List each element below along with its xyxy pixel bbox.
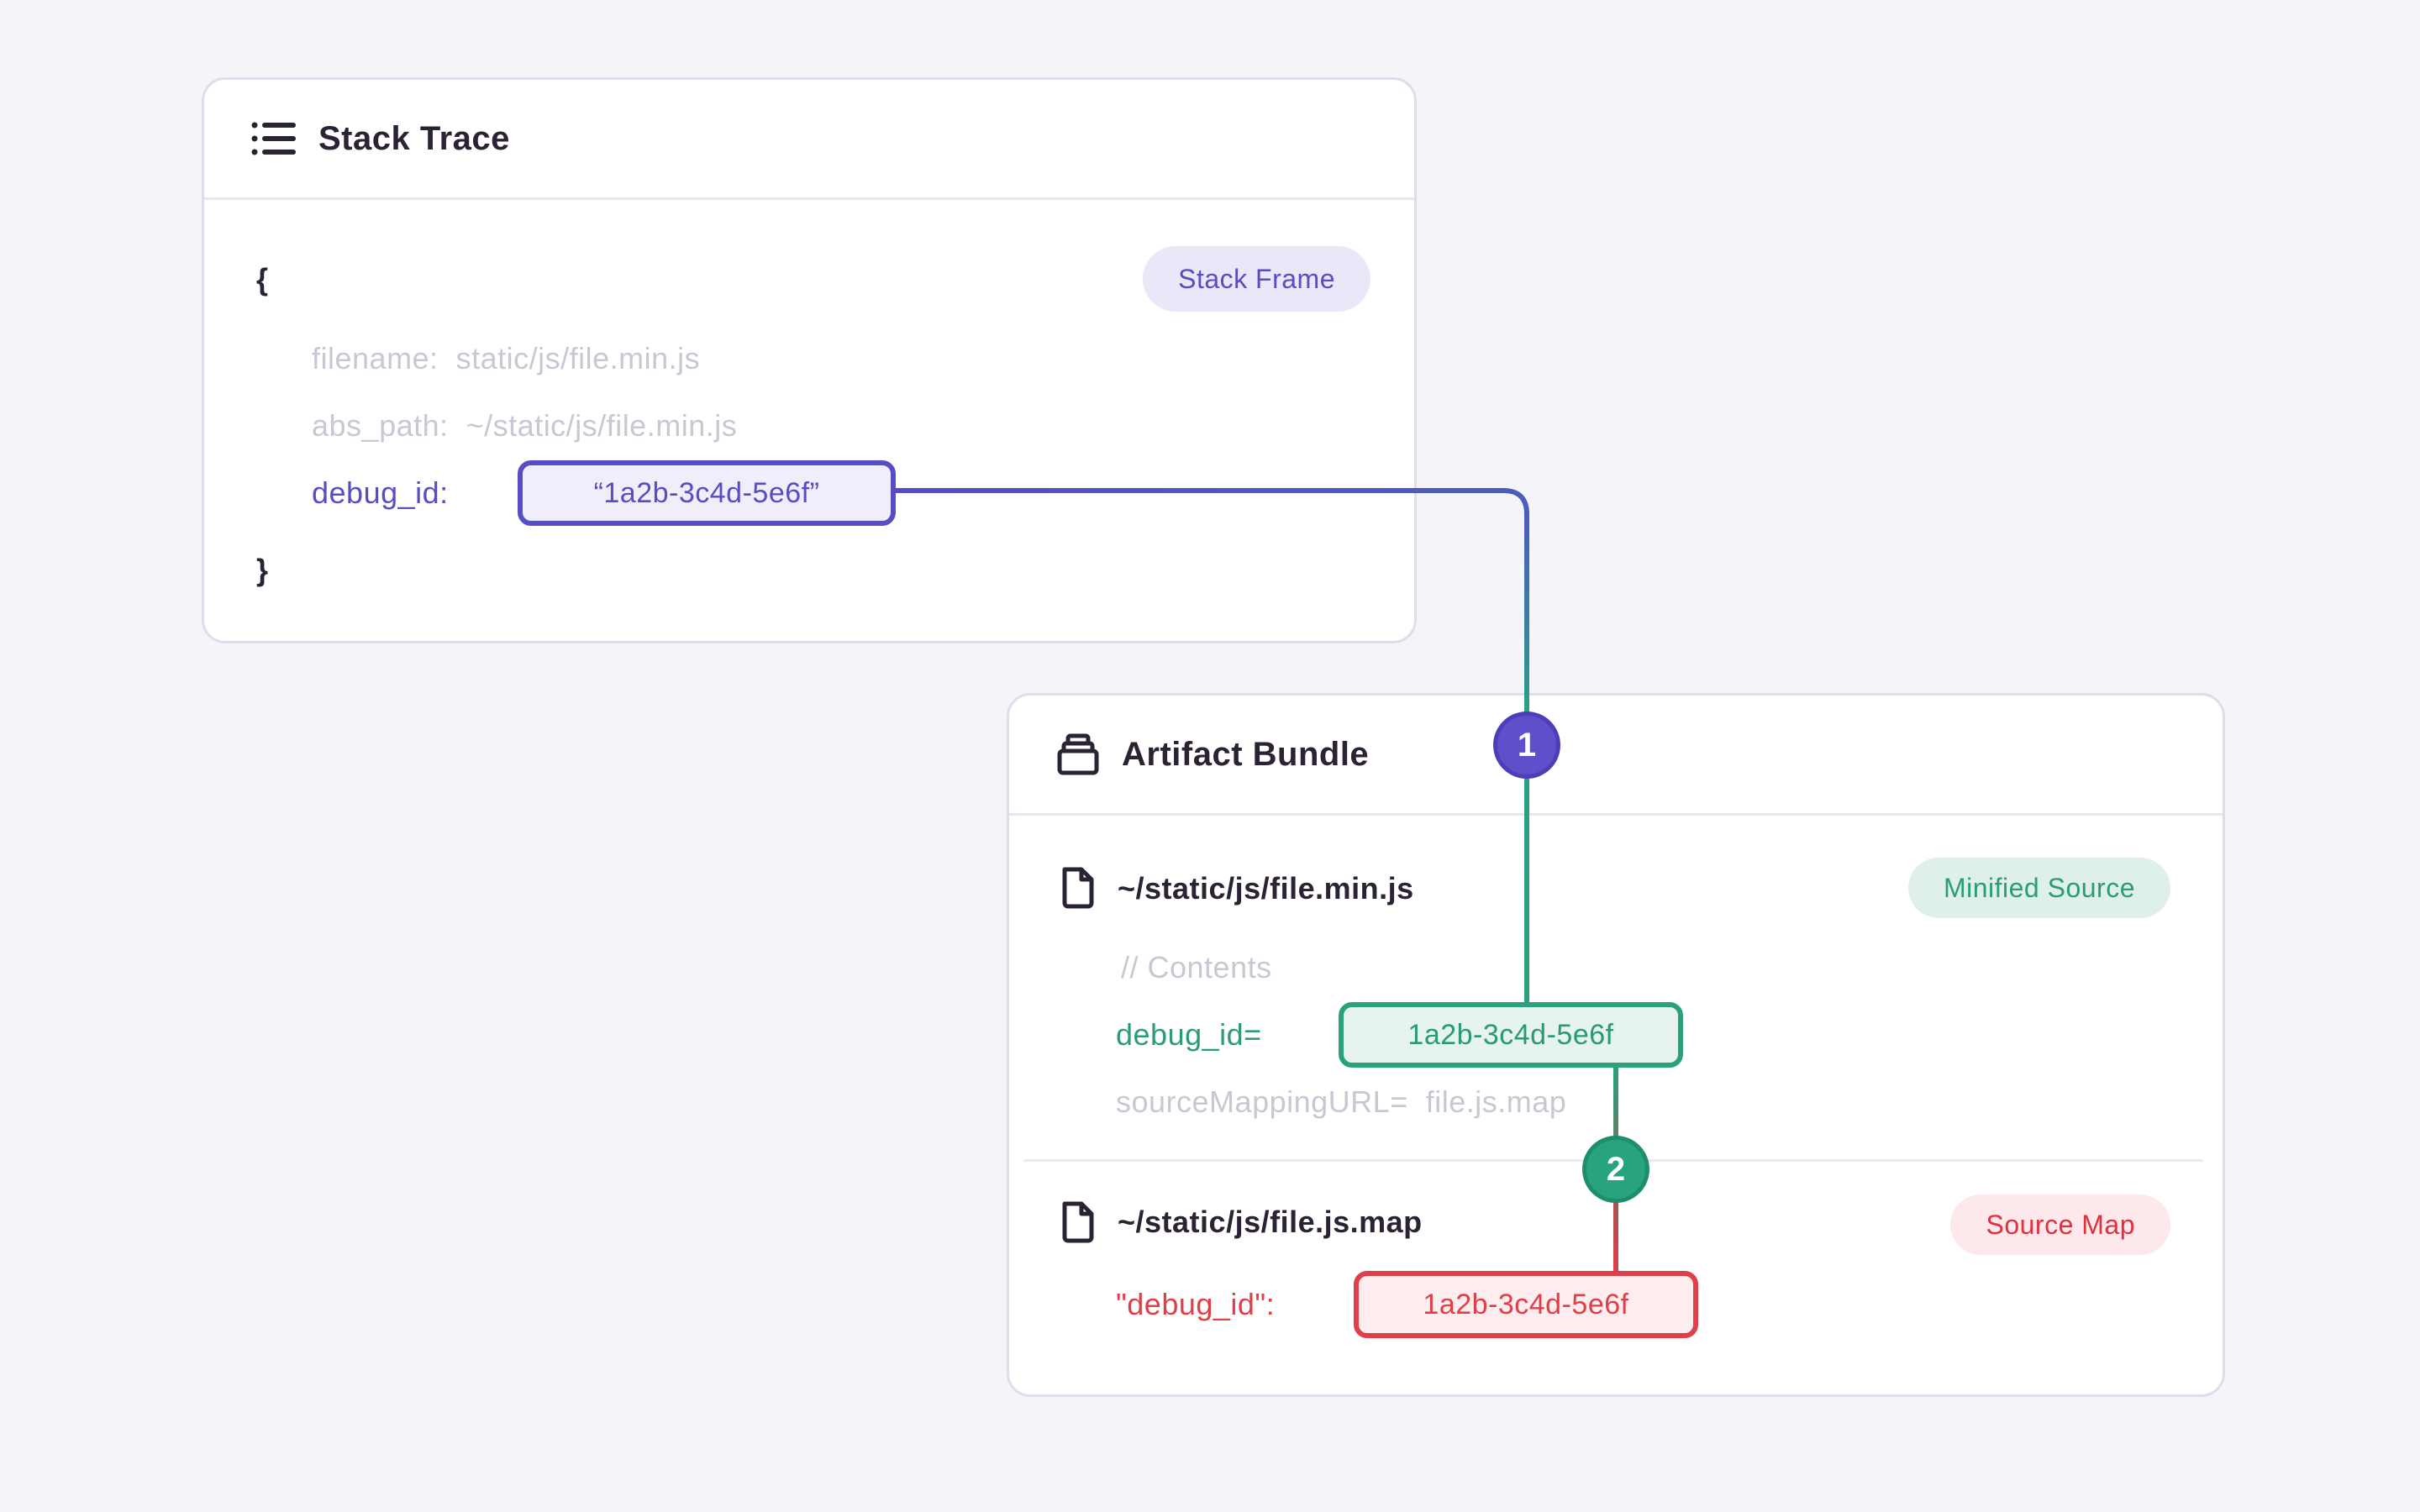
stack-trace-title: Stack Trace [318, 119, 510, 157]
minified-source-badge-label: Minified Source [1943, 872, 2135, 903]
bundle-debug-id-key: debug_id= [1116, 1017, 1262, 1052]
debug-id-key: debug_id: [312, 475, 449, 510]
stack-trace-header: Stack Trace [204, 80, 1414, 200]
source-mapping-line: sourceMappingURL= file.js.map [1116, 1084, 1567, 1119]
artifact-bundle-title: Artifact Bundle [1122, 735, 1370, 773]
step-1-label: 1 [1517, 726, 1537, 764]
contents-comment: // Contents [1121, 950, 1272, 984]
filename-line: filename: static/js/file.min.js [312, 341, 701, 375]
stack-frame-badge-label: Stack Frame [1178, 263, 1335, 294]
sourcemap-debug-id-box: 1a2b-3c4d-5e6f [1354, 1271, 1698, 1338]
bundle-icon [1057, 733, 1099, 775]
sourcemap-debug-id-key: "debug_id": [1116, 1287, 1276, 1321]
minified-file-path: ~/static/js/file.min.js [1118, 871, 1414, 906]
source-map-badge-label: Source Map [1986, 1209, 2135, 1240]
artifact-bundle-header: Artifact Bundle [1009, 696, 2223, 816]
abs-path-line: abs_path: ~/static/js/file.min.js [312, 408, 738, 443]
file-icon [1062, 867, 1094, 909]
source-map-badge: Source Map [1950, 1194, 2170, 1255]
minified-source-badge: Minified Source [1907, 858, 2170, 918]
step-2-label: 2 [1606, 1150, 1626, 1188]
open-brace: { [256, 262, 269, 297]
stack-trace-card: Stack Trace { filename: static/js/file.m… [202, 77, 1417, 643]
bundle-debug-id-value: 1a2b-3c4d-5e6f [1407, 1018, 1614, 1051]
step-2-badge: 2 [1582, 1136, 1649, 1203]
step-1-badge: 1 [1493, 711, 1560, 779]
file-icon [1062, 1201, 1094, 1243]
bundle-debug-id-box: 1a2b-3c4d-5e6f [1339, 1002, 1683, 1068]
list-icon [251, 122, 296, 155]
close-brace: } [256, 553, 269, 587]
sourcemap-file-path: ~/static/js/file.js.map [1118, 1205, 1423, 1239]
stack-trace-debug-id-box: “1a2b-3c4d-5e6f” [518, 460, 896, 526]
sourcemap-debug-id-value: 1a2b-3c4d-5e6f [1423, 1288, 1629, 1320]
stack-frame-badge: Stack Frame [1143, 246, 1370, 312]
stack-trace-debug-id-value: “1a2b-3c4d-5e6f” [593, 476, 820, 509]
